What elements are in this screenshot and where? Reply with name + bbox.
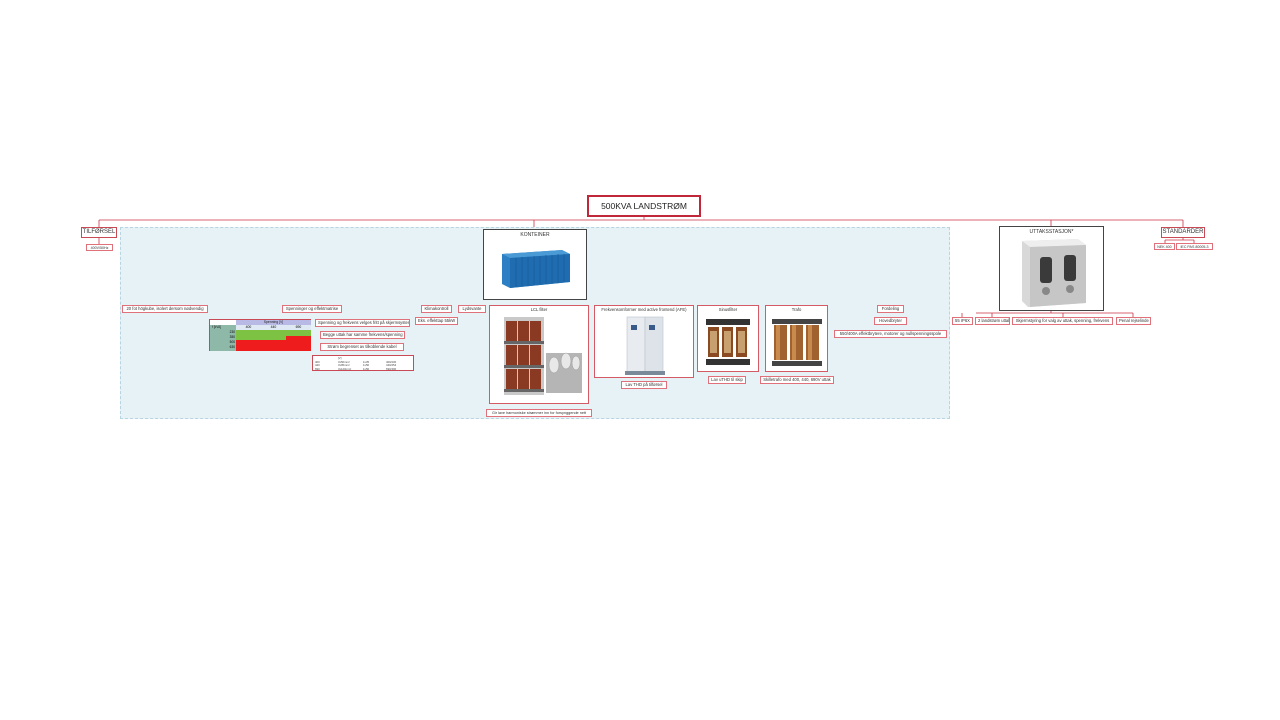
uttak-item[interactable]: 55 IP6X <box>952 317 973 325</box>
topic-uttaksstasjon[interactable]: UTTAKSSTASJON* <box>999 226 1104 311</box>
table-row: 400 3x50mm² 1x35 400/230 <box>315 359 411 365</box>
matrix-red-zone <box>286 336 311 340</box>
trafo-note[interactable]: Skilletrafo med 400, 440, 690V uttak <box>760 376 834 384</box>
afe-title: Frekvensomformer med active frontend (AF… <box>601 307 687 312</box>
item-spenninger[interactable]: Spenninger og effektmatrise <box>282 305 342 313</box>
topic-afe[interactable]: Frekvensomformer med active frontend (AF… <box>594 305 694 378</box>
cable-table-head-cell: [V] <box>338 356 342 360</box>
matrix-col: 400 <box>236 325 261 330</box>
matrix-red-zone <box>236 340 311 351</box>
spenning-note[interactable]: Strøm begrenset av tilkoblende kabel <box>320 343 404 351</box>
standard-item[interactable]: NEK 400 <box>1154 243 1175 250</box>
table-cell: 1x50 <box>362 366 370 371</box>
afe-note[interactable]: Lav THD på tilførsel <box>621 381 667 389</box>
item-klima-effekttap[interactable]: Eks. effekttap 55kW <box>415 317 458 325</box>
table-cell: 400/230 <box>386 359 397 364</box>
transformer-image <box>772 319 822 366</box>
item-klimakontroll[interactable]: Klimakontroll <box>421 305 452 313</box>
konteiner-title: KONTEINER <box>520 232 550 238</box>
table-cell: 690 <box>315 366 320 371</box>
topic-standarder[interactable]: STANDARDER <box>1161 227 1205 238</box>
spenning-note[interactable]: Spenning og frekvens velges fritt på skj… <box>315 319 410 327</box>
tilforsel-item[interactable]: 400V/50Hz <box>86 244 113 251</box>
topic-sinusfilter[interactable]: Sinusfilter <box>697 305 759 372</box>
item-motor[interactable]: 550/400A effektbrytere, motorer og nulls… <box>834 330 947 338</box>
uttak-item[interactable]: Penal rejselinde <box>1116 317 1151 325</box>
lcl-filter-image <box>504 317 582 395</box>
uttak-title: UTTAKSSTASJON* <box>1029 229 1074 235</box>
table-row: 440 3x95mm² 1x50 440/254 <box>315 363 411 368</box>
lcl-title: LCL filter <box>530 307 548 312</box>
lcl-note[interactable]: Gir lave harmoniske strømmer inn for for… <box>486 409 592 417</box>
matrix-row: 630 <box>229 345 235 349</box>
sinus-filter-image <box>706 319 750 365</box>
frequency-converter-image <box>625 316 665 375</box>
spenning-note[interactable]: Begge uttak har samme frekvens/spenning <box>320 331 405 339</box>
outlet-station-image <box>1022 239 1086 307</box>
shipping-container-image <box>502 250 570 288</box>
topic-trafo[interactable]: Trafo <box>765 305 828 372</box>
effect-matrix: Spenning [V] f [kVA] 400 440 690 230 350… <box>209 319 311 351</box>
root-topic[interactable]: 500KVA LANDSTRØM <box>587 195 701 217</box>
item-lydsvante[interactable]: Lydsvante <box>458 305 486 313</box>
topic-lcl-filter[interactable]: LCL filter <box>489 305 589 404</box>
item-fordeling[interactable]: Fordeling <box>877 305 904 313</box>
matrix-col: 440 <box>261 325 286 330</box>
uttak-item[interactable]: 2 landstrøm uttak <box>975 317 1010 325</box>
matrix-col: 690 <box>286 325 311 330</box>
table-cell: 1x35 <box>362 359 370 364</box>
cable-table-header: [V] <box>315 356 411 361</box>
item-hovedbryter[interactable]: Hovedbryter <box>874 317 907 325</box>
table-cell: 3x50mm² <box>338 359 350 364</box>
matrix-row: 500 <box>229 340 235 344</box>
matrix-row-labels: 230 350 500 630 <box>210 330 236 351</box>
uttak-item[interactable]: Skjermstyring for valg av uttak, spennin… <box>1012 317 1113 325</box>
trafo-title: Trafo <box>791 307 802 312</box>
table-cell: 690/400 <box>386 366 397 371</box>
table-cell: 440 <box>315 363 320 367</box>
topic-tilforsel[interactable]: TILFØRSEL <box>81 227 117 238</box>
matrix-row: 350 <box>229 335 235 339</box>
matrix-row: 230 <box>229 330 235 334</box>
matrix-corner: f [kVA] <box>210 325 236 330</box>
item-20-fot[interactable]: 20 fot högkube, isolert dersom nødvendig <box>122 305 208 313</box>
table-cell: 400 <box>315 359 320 364</box>
table-cell: 1x50 <box>362 363 370 367</box>
table-cell: 3x120mm² <box>338 366 352 371</box>
sinus-note[interactable]: Lav uTHD til skip <box>708 376 746 384</box>
topic-konteiner[interactable]: KONTEINER <box>483 229 587 300</box>
matrix-green-zone <box>236 330 311 336</box>
matrix-header: Spenning [V] <box>236 320 311 325</box>
matrix-green-zone <box>236 336 286 340</box>
cable-table: [V] 400 3x50mm² 1x35 400/230 440 3x95mm²… <box>312 355 414 371</box>
table-cell: 440/254 <box>386 363 397 367</box>
standard-item[interactable]: IEC PAS 80005-3 <box>1176 243 1213 250</box>
table-cell: 3x95mm² <box>338 363 350 367</box>
table-row: 690 3x120mm² 1x50 690/400 <box>315 366 411 372</box>
sinus-title: Sinusfilter <box>718 307 738 312</box>
